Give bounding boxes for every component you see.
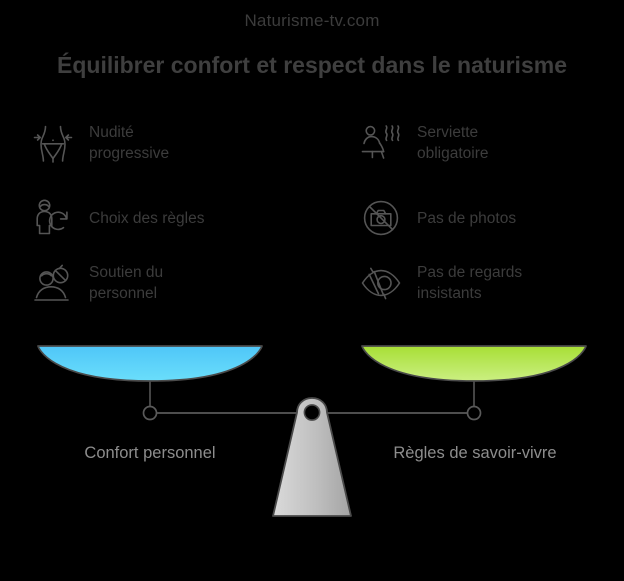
left-pan (37, 345, 263, 382)
feature-item-serviette-obligatoire: Serviette obligatoire (358, 115, 489, 171)
person-refresh-icon (30, 195, 76, 241)
no-staring-eye-icon (358, 260, 404, 306)
site-name: Naturisme-tv.com (244, 11, 380, 30)
right-pivot-joint (466, 405, 482, 421)
left-pivot-joint (142, 405, 158, 421)
feature-item-pas-de-photos: Pas de photos (358, 190, 516, 246)
no-camera-icon (358, 195, 404, 241)
feature-label: Soutien du personnel (89, 264, 164, 302)
staff-support-icon (30, 260, 76, 306)
feature-item-choix-des-regles: Choix des règles (30, 190, 204, 246)
page-title: Équilibrer confort et respect dans le na… (57, 52, 567, 78)
fulcrum-pivot-hole (303, 404, 321, 421)
fulcrum (272, 397, 352, 517)
feature-label: Serviette obligatoire (417, 124, 489, 162)
feature-item-nudite-progressive: Nudité progressive (30, 115, 169, 171)
feature-label: Nudité progressive (89, 124, 170, 162)
sauna-person-heat-icon (358, 120, 404, 166)
feature-item-soutien-du-personnel: Soutien du personnel (30, 255, 163, 311)
feature-label: Pas de photos (417, 209, 517, 227)
feature-label: Choix des règles (89, 209, 205, 227)
right-pan-label: Règles de savoir-vivre (393, 444, 557, 462)
feature-item-pas-de-regards-insistants: Pas de regards insistants (358, 255, 522, 311)
right-pan (361, 345, 587, 382)
left-pan-label: Confort personnel (84, 444, 216, 462)
feature-label: Pas de regards insistants (417, 264, 523, 302)
body-waist-icon (30, 120, 76, 166)
